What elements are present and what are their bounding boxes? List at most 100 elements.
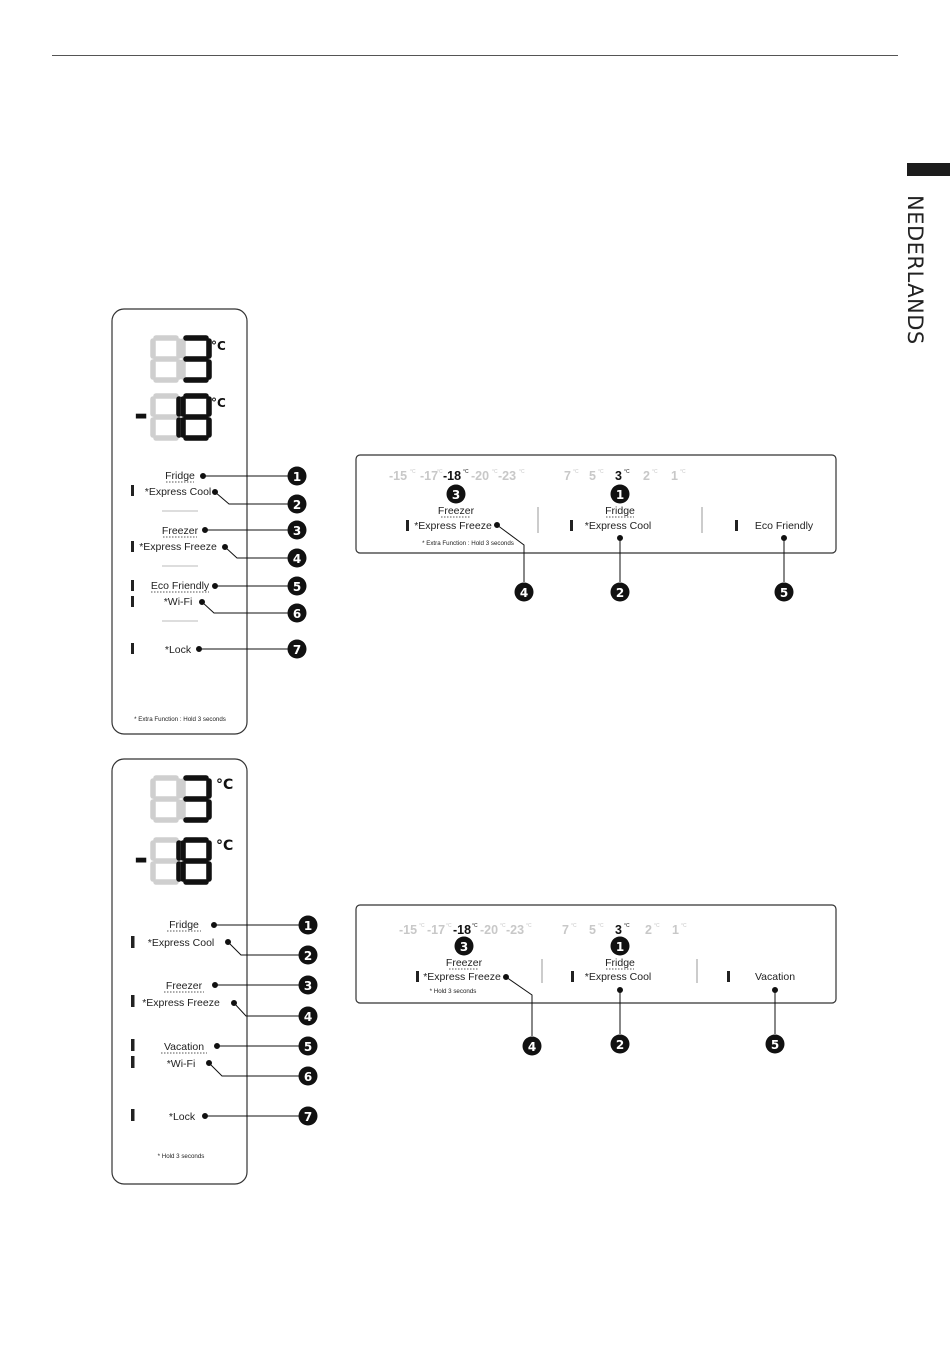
h2-vacation-indicator	[727, 971, 730, 982]
panel1-horizontal-callouts: 3 1 4 2 5	[446, 484, 794, 602]
h-freezer-label: Freezer	[438, 505, 475, 517]
v2-vacation-button[interactable]: Vacation	[164, 1041, 204, 1053]
v2-callout-4: 4	[304, 1010, 312, 1024]
lock-button[interactable]: *Lock	[165, 644, 192, 656]
h2-express-freeze-indicator	[416, 971, 419, 982]
language-tab-marker	[907, 163, 950, 176]
h2-fridge-temp-1: 1	[672, 923, 679, 937]
v2-freezer-label: Freezer	[166, 980, 203, 992]
h-express-freeze-indicator	[406, 520, 409, 531]
v2-callout-5: 5	[304, 1040, 312, 1054]
h-callout-2: 2	[616, 586, 624, 600]
panel2-vertical-callouts: 1 2 3 4 5 6 7	[298, 915, 318, 1126]
panel2-vertical-footnote: * Hold 3 seconds	[158, 1153, 205, 1160]
v2-fridge-label: Fridge	[169, 919, 199, 931]
v2-freezer-unit: °C	[216, 838, 233, 854]
h2-express-cool-button[interactable]: *Express Cool	[585, 971, 652, 983]
h2-vacation-button[interactable]: Vacation	[755, 971, 795, 983]
freezer-temp-20: -20	[471, 469, 489, 483]
eco-indicator	[131, 580, 134, 591]
v2-express-cool-indicator	[131, 936, 135, 948]
v2-express-freeze-button[interactable]: *Express Freeze	[142, 997, 220, 1009]
unit-minus-15: °C	[410, 469, 416, 475]
h2-fridge-temp-2: 2	[645, 923, 652, 937]
panel2-vertical-leaders	[202, 922, 303, 1119]
h-eco-indicator	[735, 520, 738, 531]
h2-unit-1: °C	[681, 923, 687, 929]
fridge-temp-7: 7	[564, 469, 571, 483]
callout-4: 4	[293, 552, 301, 566]
panel2-horizontal-display: -15 -17 -18 -20 -23 7 5 3 2 1 °C °C °C °…	[355, 904, 837, 1004]
h2-express-cool-indicator	[571, 971, 574, 982]
h2-unit-5: °C	[598, 923, 604, 929]
v2-fridge-unit: °C	[216, 777, 233, 793]
fridge-temp-3-selected[interactable]: 3	[615, 469, 622, 483]
h2-unit-7: °C	[571, 923, 577, 929]
h2-callout-1: 1	[616, 940, 624, 954]
h2-freezer-temp-15: -15	[399, 923, 417, 937]
panel2-horizontal-callouts: 3 1 4 2 5	[454, 936, 785, 1056]
unit-minus-23: °C	[519, 469, 525, 475]
v2-lock-button[interactable]: *Lock	[169, 1111, 196, 1123]
h2-freezer-temp-17: -17	[427, 923, 445, 937]
h2-callout-3: 3	[460, 940, 468, 954]
eco-friendly-button[interactable]: Eco Friendly	[151, 580, 210, 592]
panel1-horizontal-leaders	[494, 522, 787, 582]
panel2-horizontal-leaders	[503, 974, 778, 1036]
v2-callout-1: 1	[304, 919, 312, 933]
h2-unit-minus-17: °C	[446, 923, 452, 929]
freezer-temp-23: -23	[498, 469, 516, 483]
h2-unit-3: °C	[624, 923, 630, 929]
freezer-label: Freezer	[162, 525, 199, 537]
freezer-unit: °C	[211, 396, 226, 410]
freezer-temp-18-selected[interactable]: -18	[443, 469, 461, 483]
callout-1: 1	[293, 470, 301, 484]
callout-3: 3	[293, 524, 301, 538]
v2-express-cool-button[interactable]: *Express Cool	[148, 937, 215, 949]
wifi-button[interactable]: *Wi-Fi	[164, 596, 193, 608]
h2-fridge-temp-3-selected[interactable]: 3	[615, 923, 622, 937]
h2-callout-2: 2	[616, 1038, 624, 1052]
panel1-vertical-footnote: * Extra Function : Hold 3 seconds	[134, 716, 226, 723]
h2-unit-minus-20: °C	[500, 923, 506, 929]
unit-minus-18: °C	[463, 469, 469, 475]
unit-1: °C	[680, 469, 686, 475]
h2-footnote: * Hold 3 seconds	[430, 988, 477, 995]
express-cool-indicator	[131, 485, 134, 496]
h2-freezer-temp-18-selected[interactable]: -18	[453, 923, 471, 937]
unit-minus-17: °C	[437, 469, 443, 475]
h2-unit-minus-15: °C	[419, 923, 425, 929]
v2-freezer-minus: -	[134, 839, 148, 879]
v2-callout-7: 7	[304, 1110, 312, 1124]
panel1-vertical-display: °C - °C Fridge *Express Cool Freezer *Ex…	[111, 308, 248, 735]
v2-callout-3: 3	[304, 979, 312, 993]
h-callout-4: 4	[520, 586, 528, 600]
v2-lock-indicator	[131, 1109, 135, 1121]
callout-7: 7	[293, 643, 301, 657]
fridge-unit: °C	[211, 339, 226, 353]
h-fridge-label: Fridge	[605, 505, 635, 517]
h2-express-freeze-button[interactable]: *Express Freeze	[423, 971, 501, 983]
h-express-cool-indicator	[570, 520, 573, 531]
h-eco-friendly-button[interactable]: Eco Friendly	[755, 520, 814, 532]
h2-fridge-label: Fridge	[605, 957, 635, 969]
freezer-minus: -	[134, 395, 148, 435]
panel1-vertical-leaders	[196, 473, 292, 652]
unit-7: °C	[573, 469, 579, 475]
h-callout-3: 3	[452, 488, 460, 502]
h2-fridge-temp-5: 5	[589, 923, 596, 937]
panel1-horizontal-display: -15 -17 -18 -20 -23 7 5 3 2 1 °C °C °C °…	[355, 454, 837, 554]
unit-2: °C	[652, 469, 658, 475]
h2-unit-minus-23: °C	[526, 923, 532, 929]
h-express-freeze-button[interactable]: *Express Freeze	[414, 520, 492, 532]
panel2-vertical-display: °C - °C Fridge *Express Cool Freezer *Ex…	[111, 758, 248, 1185]
h-express-cool-button[interactable]: *Express Cool	[585, 520, 652, 532]
express-freeze-button[interactable]: *Express Freeze	[139, 541, 217, 553]
h2-unit-minus-18: °C	[472, 923, 478, 929]
v2-wifi-button[interactable]: *Wi-Fi	[167, 1058, 196, 1070]
v2-vacation-indicator	[131, 1039, 135, 1051]
express-cool-button[interactable]: *Express Cool	[145, 486, 212, 498]
panel1-vertical-callouts: 1 2 3 4 5 6 7	[287, 466, 307, 659]
h2-fridge-temp-7: 7	[562, 923, 569, 937]
